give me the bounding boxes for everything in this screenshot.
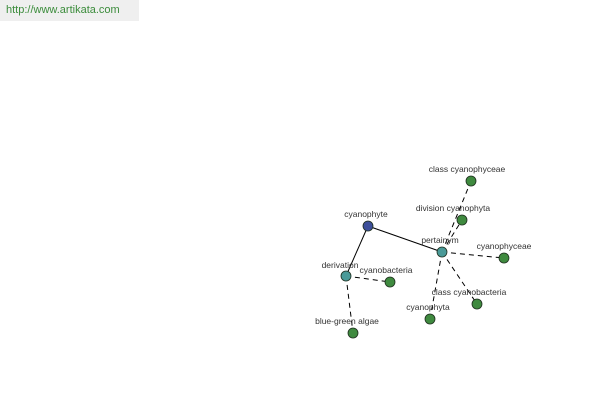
node-label-division-cyanophyta[interactable]: division cyanophyta — [416, 203, 490, 213]
edge-pertainym-division-cyanophyta — [441, 219, 463, 253]
node-label-cyanophyceae[interactable]: cyanophyceae — [477, 241, 532, 251]
node-label-derivation[interactable]: derivation — [322, 260, 359, 270]
node-label-cyanophyta[interactable]: cyanophyta — [406, 302, 450, 312]
node-label-class-cyanobacteria[interactable]: class cyanobacteria — [432, 287, 507, 297]
node-label-class-cyanophyceae[interactable]: class cyanophyceae — [429, 164, 506, 174]
node-blue-green-algae[interactable] — [347, 327, 359, 339]
node-cyanophyte[interactable] — [362, 220, 374, 232]
node-derivation[interactable] — [340, 270, 352, 282]
edge-cyanophyte-pertainym — [367, 225, 443, 253]
node-pertainym[interactable] — [436, 246, 448, 258]
edge-derivation-cyanobacteria — [345, 275, 391, 283]
node-cyanophyceae[interactable] — [498, 252, 510, 264]
edge-derivation-blue-green-algae — [345, 275, 354, 334]
edge-cyanophyte-derivation — [345, 225, 369, 277]
node-label-cyanobacteria[interactable]: cyanobacteria — [360, 265, 413, 275]
edge-pertainym-cyanophyceae — [441, 251, 505, 259]
edge-pertainym-class-cyanobacteria — [441, 251, 478, 305]
node-class-cyanophyceae[interactable] — [465, 175, 477, 187]
node-label-pertainym[interactable]: pertainym — [421, 235, 458, 245]
edges-layer — [345, 180, 505, 334]
node-cyanobacteria[interactable] — [384, 276, 396, 288]
edge-pertainym-cyanophyta — [429, 251, 443, 320]
node-label-cyanophyte[interactable]: cyanophyte — [344, 209, 388, 219]
edge-pertainym-class-cyanophyceae — [441, 180, 472, 253]
node-label-blue-green-algae[interactable]: blue-green algae — [315, 316, 379, 326]
artikata-url-link[interactable]: http://www.artikata.com — [0, 0, 139, 21]
nodes-layer — [340, 175, 510, 339]
node-division-cyanophyta[interactable] — [456, 214, 468, 226]
node-cyanophyta[interactable] — [424, 313, 436, 325]
node-class-cyanobacteria[interactable] — [471, 298, 483, 310]
labels-layer: cyanophyte pertainym derivation class cyano… — [315, 164, 532, 326]
